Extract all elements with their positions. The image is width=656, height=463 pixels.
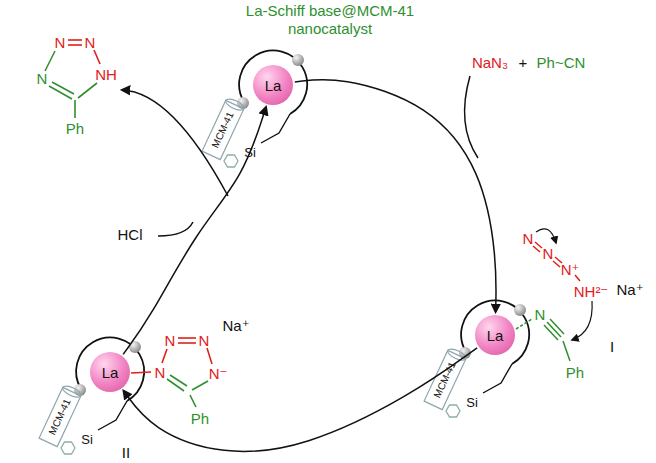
metal-symbol: La [487,327,504,344]
atom-label: N⁻ [209,366,228,381]
support-label: MCM-41 [432,361,457,400]
support-label: MCM-41 [47,398,72,437]
reaction-arrow [295,80,496,312]
atom-label: N [199,333,210,348]
group-label: Ph [66,121,84,136]
atom-label: Si [244,146,256,159]
atom-label: Si [466,396,478,409]
plus-sign: + [519,55,528,70]
counter-ion: Na⁺ [222,318,249,333]
atom-label: N [523,231,534,246]
lanthanum-center: La [90,352,130,392]
atom-label: Si [81,433,93,446]
intermediate-number: I [610,339,614,354]
support-label: MCM-41 [210,111,235,150]
metal-symbol: La [265,77,282,94]
atom-label: N⁺ [561,262,580,277]
atom-label: N [55,35,66,50]
intermediate-number: II [122,445,130,460]
reagent-formula: HCl [118,227,143,242]
group-label: Ph [566,365,584,380]
atom-label: N [165,333,176,348]
metal-symbol: La [102,364,119,381]
atom-label: N [85,35,96,50]
reaction-arrow [123,107,266,354]
catalyst-title: La-Schiff base@MCM-41 nanocatalyst [235,2,425,38]
reagent-formula: NaN₃ [472,55,508,70]
atom-label: NH²⁻ [574,284,609,299]
atom-label: N [155,365,166,380]
atom-label: NH [95,67,117,82]
lanthanum-center: La [475,315,515,355]
reaction-arrow [123,348,477,452]
reagent-formula: Ph~CN [537,55,586,70]
atom-label: N [37,71,48,86]
atom-label: N [543,246,554,261]
group-label: Ph [191,411,209,426]
lanthanum-center: La [253,65,293,105]
counter-ion: Na⁺ [616,282,643,297]
atom-label: N [535,307,546,322]
